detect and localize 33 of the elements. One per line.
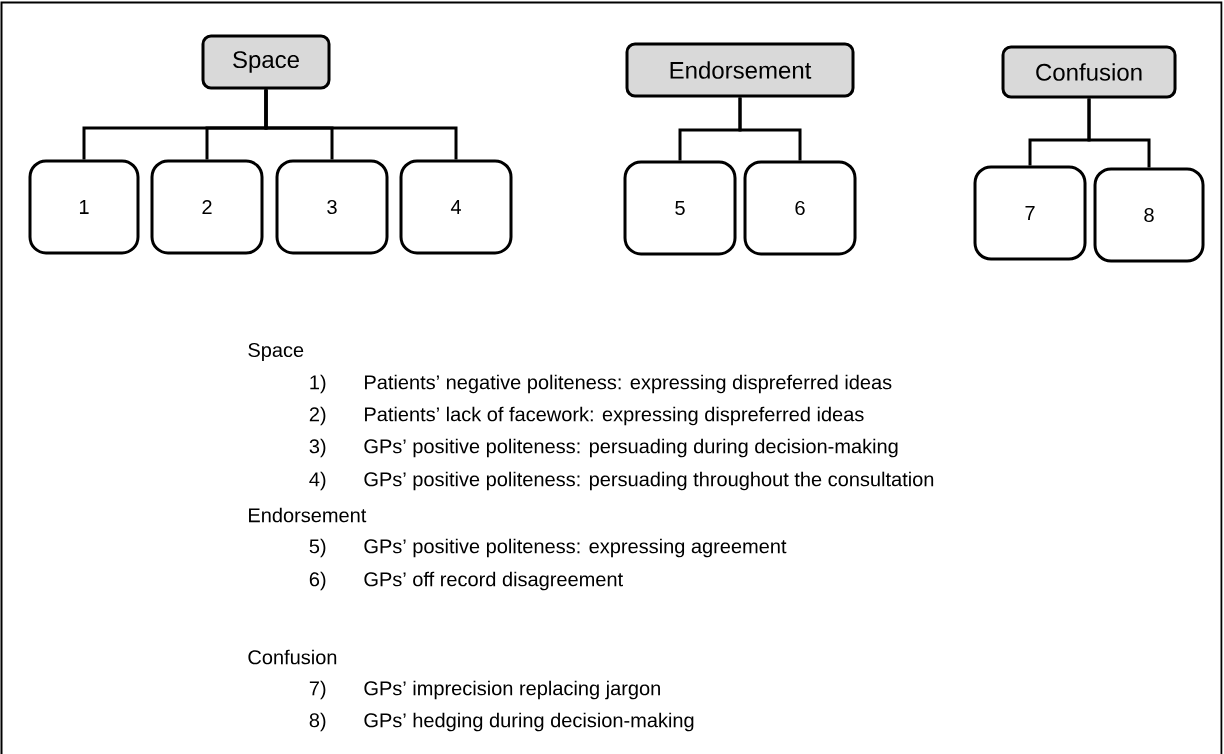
list-number: 2)	[309, 406, 326, 426]
number-box: 5	[623, 160, 737, 256]
list-number: 3)	[309, 438, 326, 458]
list-item: GPs’ positive politeness: persuading during decision-making	[364, 438, 898, 458]
list-item: GPs’ hedging during decision-making	[364, 712, 694, 732]
number-box: 8	[1093, 167, 1205, 263]
list-item: Patients’ negative politeness: expressing dispreferred ideas	[365, 374, 892, 394]
list-heading: Space	[248, 342, 304, 362]
connector	[738, 97, 802, 161]
list-heading: Endorsement	[249, 507, 367, 523]
list-item: GPs’ imprecision replacing jargon	[364, 680, 660, 700]
connector	[1087, 98, 1151, 168]
number-box: 7	[973, 165, 1087, 261]
connector	[264, 89, 458, 160]
list-number: 6)	[309, 571, 326, 591]
category-box: Confusion	[1001, 45, 1177, 99]
list-item: GPs’ positive politeness: persuading throughout the consultation	[364, 471, 934, 491]
list-number: 8)	[309, 712, 326, 732]
list-heading: Confusion	[248, 649, 337, 665]
category-box: Space	[201, 34, 331, 90]
list-number: 1)	[310, 374, 326, 394]
number-box: 2	[150, 159, 264, 255]
number-box: 6	[743, 160, 857, 256]
list-item: Patients’ lack of facework: expressing dispreferred ideas	[365, 406, 864, 426]
number-box: 1	[28, 159, 140, 255]
number-box: 3	[275, 159, 389, 255]
list-item: GPs’ positive politeness: expressing agreement	[364, 538, 787, 558]
list-number: 5)	[309, 538, 326, 558]
list-number: 4)	[309, 471, 326, 491]
number-box: 4	[399, 159, 513, 255]
list-item: GPs’ off record disagreement	[364, 571, 623, 591]
list-number: 7)	[309, 680, 326, 700]
category-box: Endorsement	[625, 42, 855, 98]
